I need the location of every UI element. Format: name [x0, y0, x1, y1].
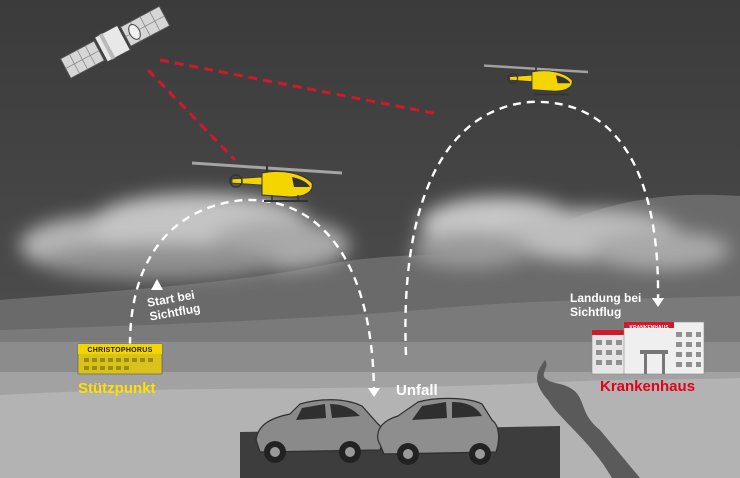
far-field [0, 296, 740, 350]
hospital-icon [591, 321, 705, 375]
helicopter-icon [191, 161, 343, 202]
landing-label-line-2: Sichtflug [570, 305, 622, 319]
helicopter-icon [483, 64, 589, 96]
hospital-sign: KRANKENHAUS [629, 325, 669, 331]
hospital-label: Krankenhaus [600, 378, 696, 395]
cloud-left [20, 193, 350, 280]
accident-label: Unfall [396, 382, 438, 399]
arrow-down-icon [652, 298, 664, 307]
building-icon [77, 343, 163, 375]
arrow-up-icon [151, 279, 163, 290]
base-label: Stützpunkt [78, 380, 156, 397]
cloud-right [410, 197, 730, 270]
landing-label: Landung bei Sichtflug [570, 291, 641, 319]
base-sign: CHRISTOPHORUS [87, 347, 153, 354]
satellite-icon [59, 5, 171, 79]
car-icon [255, 399, 384, 463]
arrow-down-icon [368, 388, 380, 397]
satellite-signal-lines [146, 58, 439, 162]
car-icon [377, 397, 500, 465]
landing-label-line-1: Landung bei [570, 291, 642, 305]
road [537, 360, 640, 478]
flight-paths [128, 100, 660, 391]
